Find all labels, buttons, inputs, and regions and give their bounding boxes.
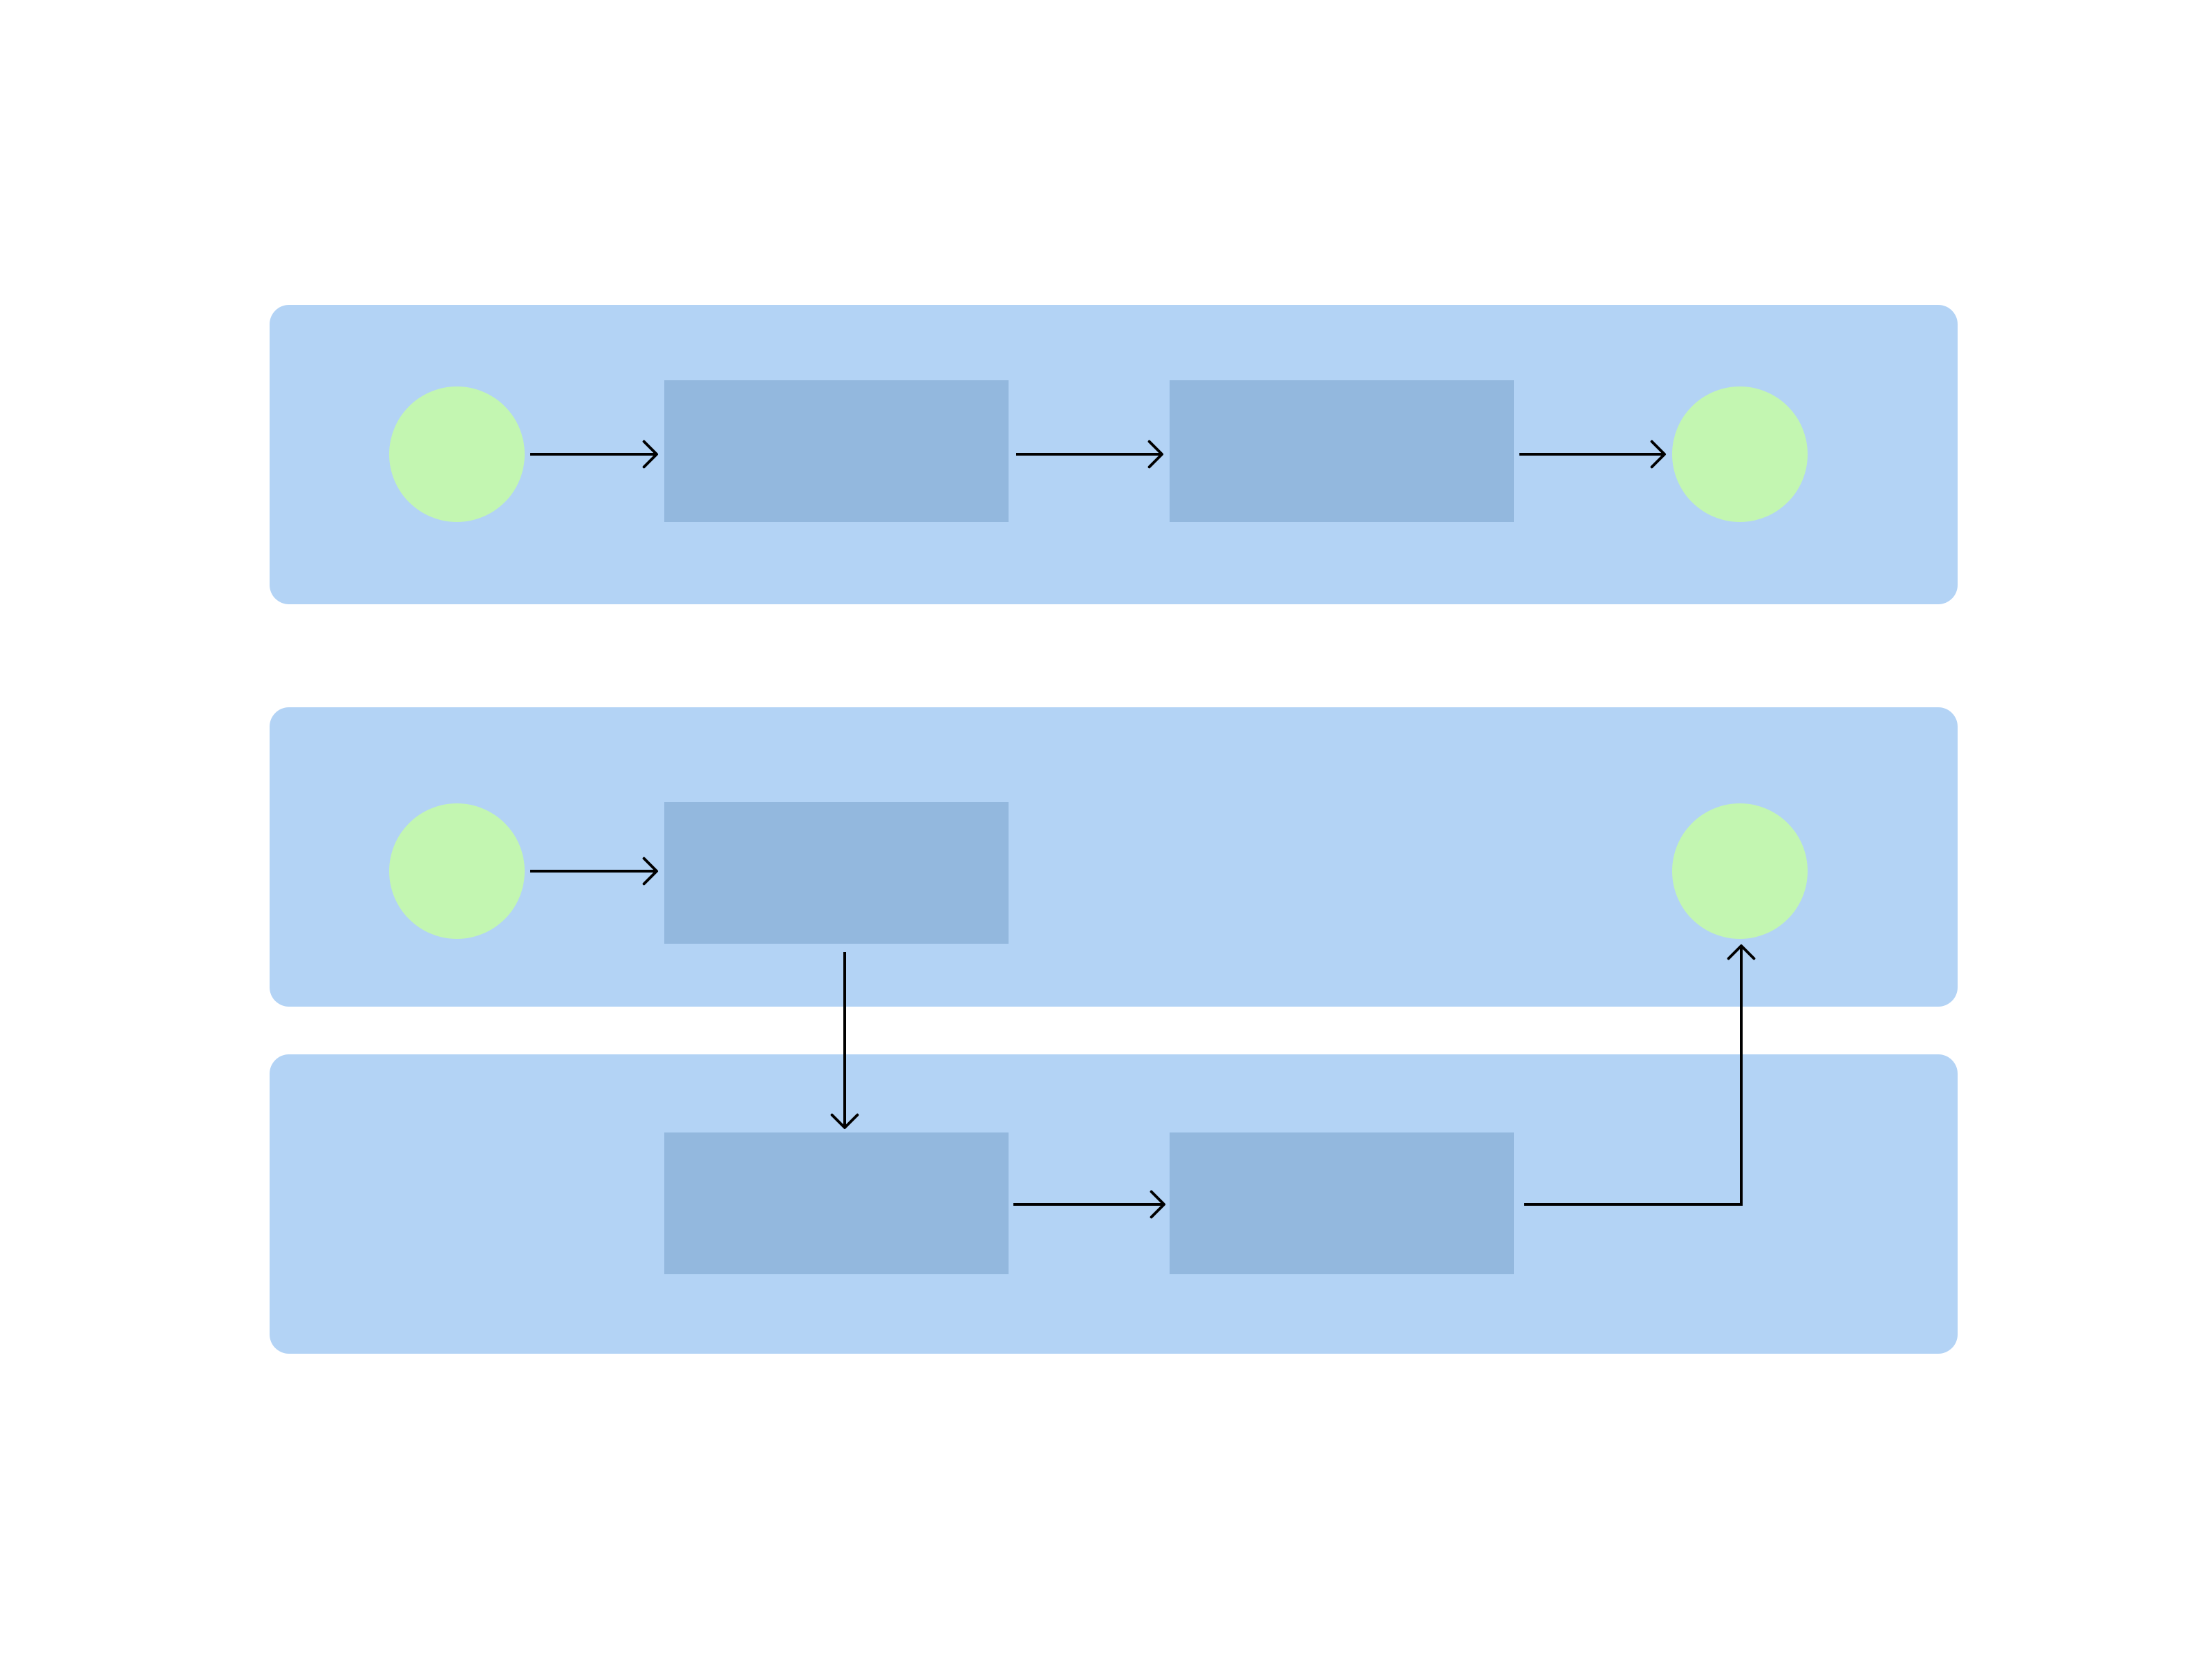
arrowhead-icon	[642, 857, 658, 886]
arrowhead-icon	[1650, 440, 1666, 469]
task-1a-node	[664, 380, 1009, 522]
arrowhead-icon	[1150, 1190, 1165, 1219]
edge-start-2-to-task-2a	[530, 857, 658, 886]
edge-task-3b-to-end-2	[1524, 944, 1756, 1206]
arrowhead-icon	[1727, 944, 1756, 960]
edge-task-3a-to-task-3b	[1013, 1190, 1165, 1219]
edges-layer	[530, 440, 1756, 1219]
end-1-node	[1672, 386, 1808, 522]
nodes-layer	[389, 380, 1808, 1274]
task-3a-node	[664, 1132, 1009, 1274]
edge-task-1b-to-end-1	[1519, 440, 1666, 469]
arrowhead-icon	[642, 440, 658, 469]
edge-start-1-to-task-1a	[530, 440, 658, 469]
connector-line	[1524, 946, 1743, 1206]
arrowhead-icon	[1147, 440, 1163, 469]
edge-task-1a-to-task-1b	[1016, 440, 1163, 469]
start-1-node	[389, 386, 525, 522]
arrowhead-icon	[830, 1113, 859, 1129]
edge-task-2a-to-task-3a	[830, 952, 859, 1129]
start-2-node	[389, 803, 525, 939]
end-2-node	[1672, 803, 1808, 939]
task-2a-node	[664, 802, 1009, 944]
task-1b-node	[1170, 380, 1514, 522]
task-3b-node	[1170, 1132, 1514, 1274]
